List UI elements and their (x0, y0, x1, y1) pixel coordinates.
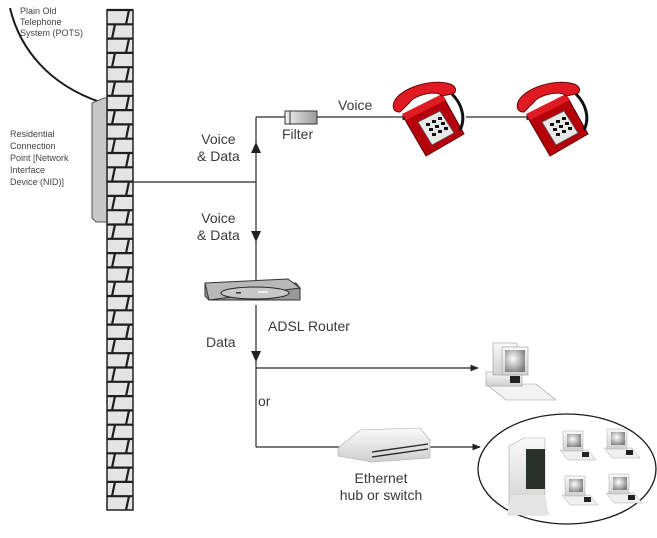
filter-icon (284, 110, 318, 125)
data-label: Data (206, 334, 236, 350)
pots-line (9, 7, 101, 103)
brick-joint (124, 238, 131, 254)
nid-label-line: Point [Network (10, 153, 69, 163)
brick-joint (124, 181, 131, 197)
pots-label-line: System (POTS) (20, 28, 84, 38)
ethernet-hub-label: Ethernet hub or switch (332, 470, 430, 504)
brick-joint (110, 81, 117, 97)
brick-joint (110, 281, 117, 297)
brick-joint (124, 410, 131, 425)
brick-joint (110, 395, 117, 411)
data-down-arrow (251, 351, 261, 362)
brick-joint (124, 381, 131, 397)
brick-joint (110, 195, 117, 211)
brick-joint (124, 95, 131, 111)
brick-joint (124, 295, 131, 311)
brick-joint (110, 424, 117, 440)
brick-joint (110, 367, 117, 383)
lan-group-ellipse (477, 413, 657, 525)
ethernet-label-line: hub or switch (339, 487, 423, 503)
brick-joint (110, 138, 117, 154)
brick-joint (110, 252, 117, 268)
brick-joint (110, 453, 117, 468)
brick-joint (124, 438, 131, 454)
voice-data-down-label: Voice & Data (197, 210, 240, 244)
filter-label: Filter (282, 126, 314, 142)
brick-joint (124, 66, 131, 82)
workstation-icon (559, 430, 597, 461)
brick-joint (124, 124, 131, 139)
telephone-icon (392, 81, 465, 157)
brick-joint (124, 38, 131, 54)
brick-joint (110, 167, 117, 182)
brick-joint (124, 209, 131, 225)
pots-label: Plain Old Telephone System (POTS) (20, 6, 83, 39)
brick-joint (124, 152, 131, 168)
voice-data-up-label: Voice & Data (197, 131, 240, 165)
brick-wall (106, 8, 134, 511)
brick-joint (110, 224, 117, 240)
nid-label-line: Connection (10, 141, 56, 151)
workstation-icon (605, 473, 643, 504)
workstation-icon (561, 475, 599, 506)
pots-label-line: Plain Old (20, 6, 57, 16)
voice-data-down-arrow (251, 231, 261, 242)
voice-data-label-line: & Data (197, 148, 240, 164)
brick-joint (124, 9, 131, 25)
brick-joint (124, 467, 131, 483)
brick-joint (110, 24, 117, 39)
brick-joint (124, 352, 131, 368)
nid-box (91, 97, 108, 223)
adsl-router-icon (204, 278, 302, 301)
brick-joint (110, 310, 117, 325)
ethernet-label-line: Ethernet (354, 470, 408, 486)
brick-joint (110, 338, 117, 354)
brick-joint (110, 481, 117, 497)
nid-label: Residential Connection Point [Network In… (10, 128, 69, 188)
voice-label: Voice (338, 97, 373, 113)
brick-joint (124, 324, 131, 340)
wall-outline (106, 9, 134, 511)
brick-joint (124, 267, 131, 282)
nid-label-line: Device (NID)] (10, 177, 65, 187)
ethernet-hub-icon (337, 427, 431, 463)
nid-label-line: Interface (10, 165, 46, 175)
brick-joint (124, 495, 131, 511)
or-label: or (258, 393, 271, 409)
adsl-router-label: ADSL Router (268, 318, 350, 334)
server-tower-icon (507, 437, 549, 516)
nid-label-line: Residential (10, 129, 55, 139)
brick-joint (110, 109, 117, 125)
voice-data-label-line: Voice (201, 131, 236, 147)
brick-joint (110, 52, 117, 68)
voice-data-label-line: & Data (197, 227, 240, 243)
pots-label-line: Telephone (20, 17, 62, 27)
computer-icon (485, 342, 557, 401)
voice-data-up-arrow (251, 142, 261, 153)
telephone-icon (515, 80, 590, 158)
voice-data-label-line: Voice (201, 210, 236, 226)
